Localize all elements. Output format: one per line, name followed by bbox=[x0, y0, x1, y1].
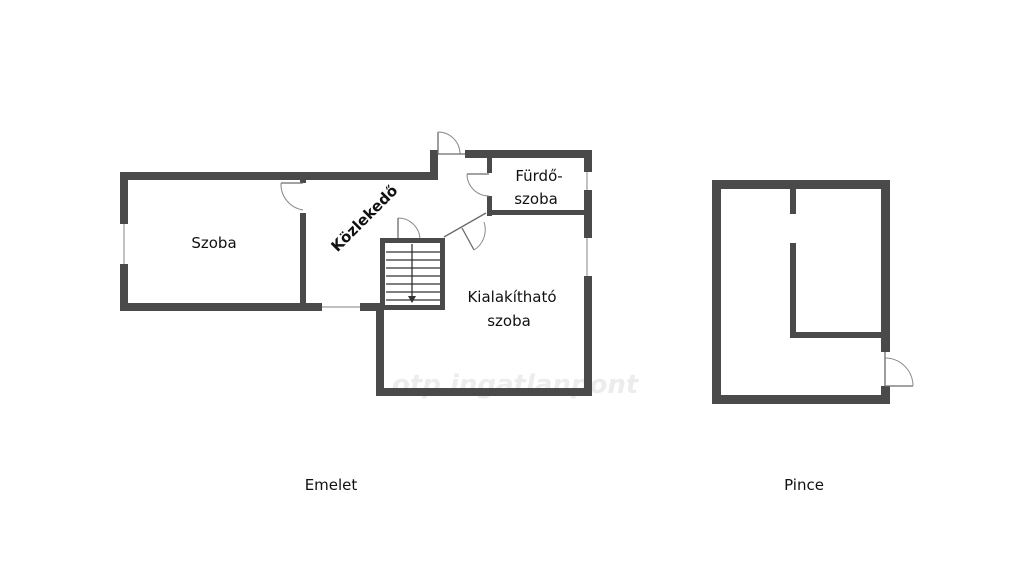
wall bbox=[380, 238, 442, 243]
wall bbox=[465, 150, 592, 158]
wall bbox=[120, 172, 128, 224]
wall bbox=[430, 150, 438, 158]
wall bbox=[120, 264, 128, 311]
wall bbox=[120, 172, 438, 180]
wall bbox=[360, 303, 384, 311]
wall bbox=[487, 196, 492, 216]
room-label-kozlekedo: Közlekedő bbox=[328, 182, 402, 256]
wall bbox=[712, 180, 890, 189]
wall bbox=[584, 150, 592, 172]
wall bbox=[584, 276, 592, 396]
wall bbox=[440, 238, 445, 310]
door bbox=[280, 182, 304, 211]
wall bbox=[120, 303, 322, 311]
door bbox=[884, 352, 914, 387]
door bbox=[397, 217, 421, 239]
room-label-furdo-line1: Fürdő- bbox=[515, 167, 562, 185]
room-label-kialakithato-line1: Kialakítható bbox=[467, 288, 556, 306]
emelet-plan: Szoba Közlekedő Fürdő- szoba Kialakíthat… bbox=[120, 131, 592, 494]
wall bbox=[487, 210, 584, 215]
wall bbox=[790, 243, 796, 338]
wall bbox=[376, 388, 592, 396]
wall bbox=[790, 189, 796, 214]
room-label-kialakithato-line2: szoba bbox=[487, 312, 531, 330]
staircase bbox=[386, 244, 440, 303]
wall bbox=[584, 190, 592, 238]
caption-emelet: Emelet bbox=[305, 476, 358, 494]
caption-pince: Pince bbox=[784, 476, 824, 494]
wall bbox=[380, 305, 445, 310]
wall bbox=[712, 180, 721, 404]
wall bbox=[380, 238, 385, 310]
wall bbox=[790, 332, 881, 338]
door bbox=[466, 173, 490, 197]
pince-plan: Pince bbox=[712, 180, 914, 494]
wall bbox=[300, 180, 306, 183]
wall bbox=[881, 180, 890, 352]
wall bbox=[881, 386, 890, 404]
wall bbox=[487, 158, 492, 173]
room-label-szoba: Szoba bbox=[191, 234, 236, 252]
wall bbox=[430, 150, 438, 180]
door bbox=[437, 131, 465, 155]
wall bbox=[712, 395, 890, 404]
room-label-furdo-line2: szoba bbox=[514, 190, 558, 208]
wall bbox=[300, 213, 306, 311]
wall bbox=[376, 303, 384, 396]
door bbox=[443, 212, 487, 251]
